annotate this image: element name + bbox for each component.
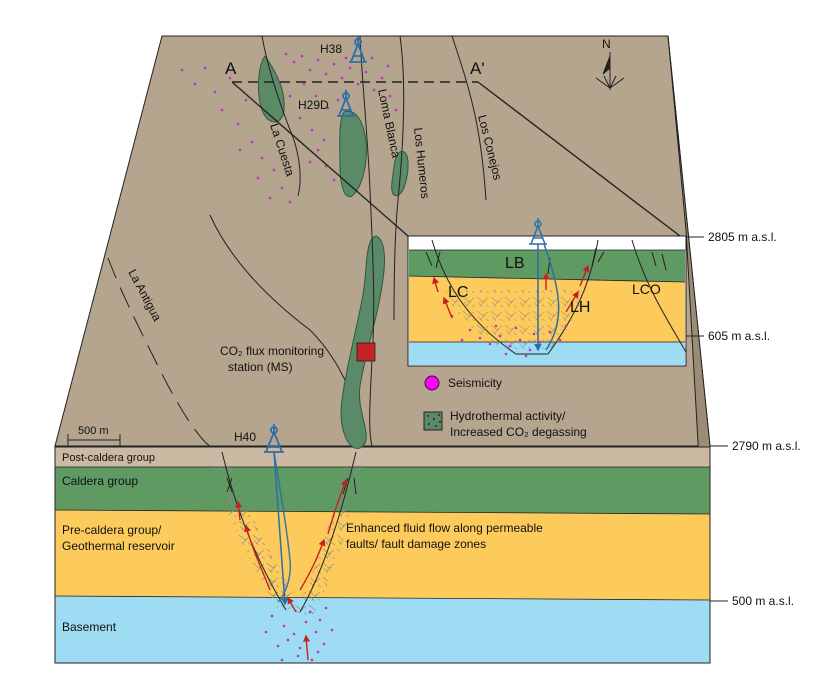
legend-seismicity-label: Seismicity [448, 376, 502, 390]
inset-label-lc: LC [448, 284, 468, 301]
layer-reservoir [55, 510, 710, 600]
legend-seismicity-icon [424, 375, 440, 391]
annotation-line1: Enhanced fluid flow along permeable [346, 521, 543, 535]
elevation-bottom-inset: 605 m a.s.l. [708, 329, 770, 343]
well-h29d [337, 90, 355, 117]
layer-label-post-caldera: Post-caldera group [62, 452, 155, 464]
block-faces [54, 35, 711, 664]
elevation-top-block: 2790 m a.s.l. [732, 439, 801, 453]
fault-la-cuesta [261, 35, 301, 197]
legend-hydro-label-line1: Hydrothermal activity/ [450, 409, 566, 423]
elevation-ticks [686, 236, 728, 602]
well-h38 [349, 36, 367, 63]
surface-faults [107, 35, 487, 447]
front-fluid-arrows [235, 478, 348, 661]
hydrothermal-zone-loma-blanca [339, 110, 367, 198]
fault-los-humeros [393, 35, 405, 321]
station-label-line1: CO₂ flux monitoring [220, 344, 324, 358]
hydrothermal-zone-los-humeros [391, 151, 409, 197]
well-label-h40: H40 [234, 430, 256, 444]
front-fault-zones [212, 451, 362, 616]
fault-la-antigua [107, 257, 211, 447]
layer-caldera [55, 467, 710, 514]
well-label-h29d: H29D [298, 98, 329, 112]
elevation-top-inset: 2805 m a.s.l. [708, 230, 777, 244]
inset-layer-caldera [409, 250, 685, 282]
inset-label-lh: LH [570, 299, 590, 316]
layer-label-caldera: Caldera group [62, 474, 138, 488]
legend-hydrothermal-icon [423, 411, 443, 431]
co2-flux-station-marker [356, 342, 376, 362]
cross-section-line [231, 81, 681, 237]
front-seismicity [264, 606, 334, 662]
inset-label-lco: LCO [632, 281, 661, 297]
fault-los-conejos [451, 35, 487, 201]
station-label-line2: station (MS) [228, 360, 293, 374]
inset-label-lb: LB [505, 255, 525, 272]
layer-label-basement: Basement [62, 620, 117, 634]
layer-post-caldera [55, 447, 710, 467]
inset-section [407, 218, 687, 367]
well-label-h38: H38 [320, 42, 342, 56]
north-arrow [595, 52, 625, 90]
well-h40 [264, 424, 284, 453]
layer-label-pre-caldera-1: Pre-caldera group/ [62, 523, 162, 537]
fault-caldera-rim [209, 214, 346, 381]
legend-hydro-label-line2: Increased CO₂ degassing [450, 425, 587, 439]
section-label-a-prime: A' [470, 59, 485, 78]
scale-bar-label: 500 m [78, 425, 109, 437]
seismicity-surface [180, 52, 398, 204]
fault-loma-blanca [359, 35, 375, 447]
section-label-a: A [225, 59, 237, 78]
north-label: N [602, 37, 611, 51]
annotation-line2: faults/ fault damage zones [346, 537, 486, 551]
elevation-bottom-block: 500 m a.s.l. [732, 594, 794, 608]
layer-label-pre-caldera-2: Geothermal reservoir [62, 539, 175, 553]
well-h40-trace [273, 451, 292, 606]
scale-bar [67, 434, 121, 446]
layer-basement [55, 596, 710, 663]
